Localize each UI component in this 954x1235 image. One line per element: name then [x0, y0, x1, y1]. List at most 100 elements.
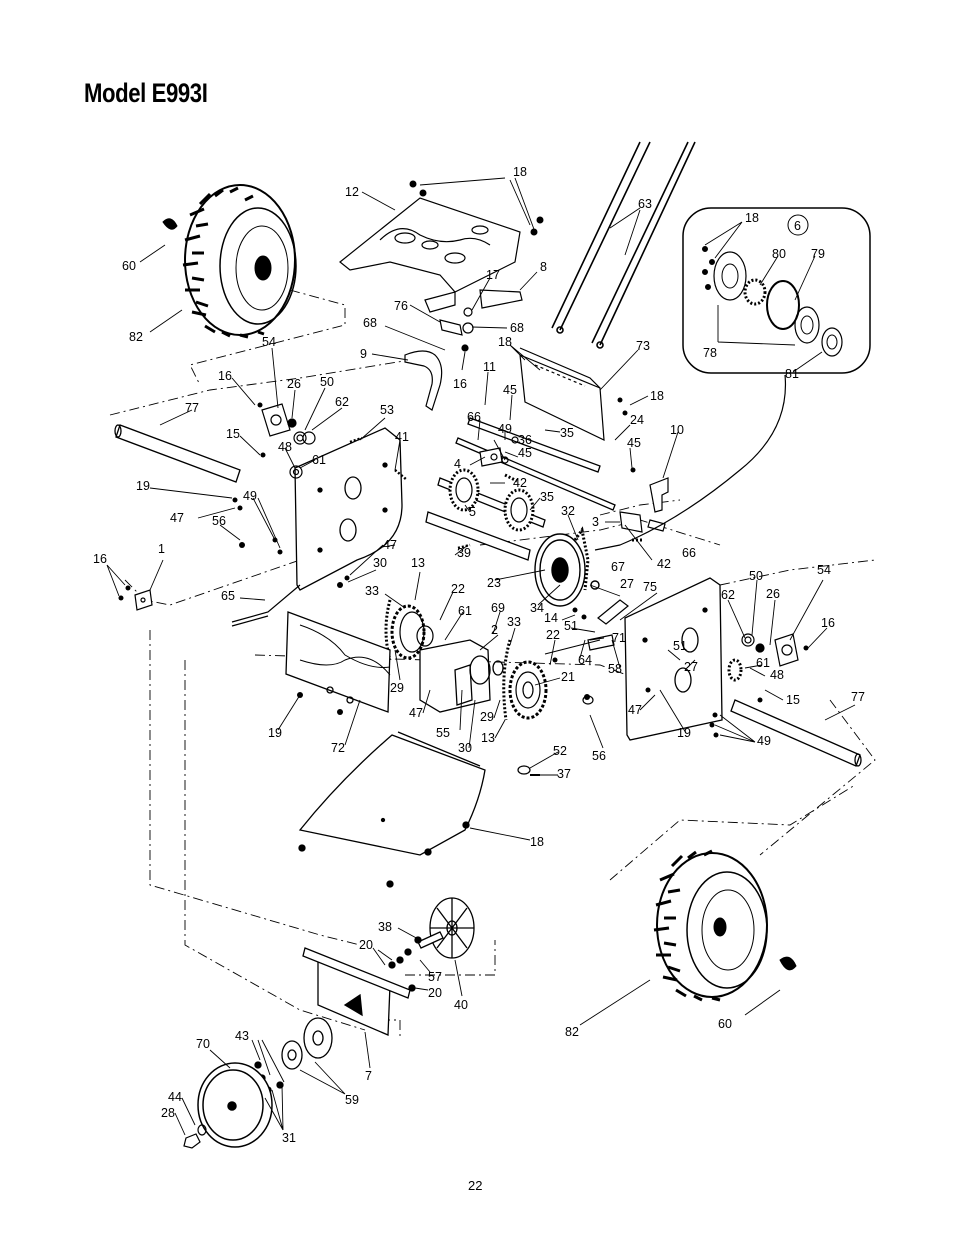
hub-59 [254, 1017, 333, 1094]
callout-27: 27 [620, 577, 634, 591]
callout-18: 18 [513, 165, 527, 179]
bracket-4-36 [479, 436, 519, 483]
callout-51: 51 [673, 639, 687, 653]
callout-30: 30 [373, 556, 387, 570]
callout-50: 50 [320, 375, 334, 389]
callout-19: 19 [677, 726, 691, 740]
rod-65 [231, 584, 301, 627]
callout-26: 26 [287, 377, 301, 391]
callout-19: 19 [136, 479, 150, 493]
callout-18: 18 [650, 389, 664, 403]
callout-38: 38 [378, 920, 392, 934]
callout-37: 37 [557, 767, 571, 781]
callout-35: 35 [560, 426, 574, 440]
control-rods-63 [551, 141, 696, 349]
idler-75 [544, 599, 629, 655]
callout-18: 18 [498, 335, 512, 349]
frame-top-12 [339, 197, 521, 313]
callout-48: 48 [770, 668, 784, 682]
bearing-housing-7 [302, 936, 422, 1036]
callout-73: 73 [636, 339, 650, 353]
callout-62: 62 [335, 395, 349, 409]
inset-callout-6: 6 [794, 219, 801, 233]
callout-49: 49 [757, 734, 771, 748]
callout-29: 29 [480, 710, 494, 724]
inset-callout-79: 79 [811, 247, 825, 261]
callout-29: 29 [390, 681, 404, 695]
fasteners [118, 397, 809, 738]
callout-20: 20 [428, 986, 442, 1000]
callout-22: 22 [546, 628, 560, 642]
callout-15: 15 [226, 427, 240, 441]
inset-detail [594, 207, 871, 551]
callout-24: 24 [630, 413, 644, 427]
callout-77: 77 [851, 690, 865, 704]
nut-28 [183, 1124, 207, 1149]
drive-pulley-34 [534, 526, 600, 607]
callout-54: 54 [262, 335, 276, 349]
callout-62: 62 [721, 588, 735, 602]
callout-36: 36 [518, 433, 532, 447]
bracket-3-42 [619, 511, 666, 542]
callout-5: 5 [469, 505, 476, 519]
axle-right-77 [730, 699, 862, 767]
callout-16: 16 [218, 369, 232, 383]
callout-20: 20 [359, 938, 373, 952]
callout-77: 77 [185, 401, 199, 415]
callout-15: 15 [786, 693, 800, 707]
callout-66: 66 [682, 546, 696, 560]
callout-3: 3 [592, 515, 599, 529]
frame-bottom-72 [285, 611, 391, 713]
callout-57: 57 [428, 970, 442, 984]
callout-42: 42 [657, 557, 671, 571]
left-sprockets [384, 599, 434, 661]
callout-14: 14 [544, 611, 558, 625]
callout-18: 18 [530, 835, 544, 849]
callout-54: 54 [817, 563, 831, 577]
callout-39: 39 [457, 546, 471, 560]
callout-72: 72 [331, 741, 345, 755]
pin-56 [582, 695, 594, 705]
callout-52: 52 [553, 744, 567, 758]
callout-56: 56 [212, 514, 226, 528]
page-title: Model E993I [84, 78, 208, 108]
callout-8: 8 [540, 260, 547, 274]
callout-19: 19 [268, 726, 282, 740]
right-side-plate [624, 577, 723, 741]
callout-21: 21 [561, 670, 575, 684]
callout-34: 34 [530, 601, 544, 615]
callout-65: 65 [221, 589, 235, 603]
right-sprocket-13 [502, 639, 548, 721]
callout-75: 75 [643, 580, 657, 594]
callout-28: 28 [161, 1106, 175, 1120]
callout-40: 40 [454, 998, 468, 1012]
callout-44: 44 [168, 1090, 182, 1104]
shift-lever-9 [404, 350, 443, 411]
callout-41: 41 [395, 430, 409, 444]
callout-47: 47 [409, 706, 423, 720]
callout-47: 47 [170, 511, 184, 525]
callout-31: 31 [282, 1131, 296, 1145]
bolts-18-top [409, 180, 544, 236]
callout-50: 50 [749, 569, 763, 583]
hubcap-60-right [779, 956, 797, 971]
shaft-23 [425, 511, 531, 561]
callout-59: 59 [345, 1093, 359, 1107]
callout-32: 32 [561, 504, 575, 518]
callout-27: 27 [684, 660, 698, 674]
callout-10: 10 [670, 423, 684, 437]
callout-45: 45 [627, 436, 641, 450]
callout-30: 30 [458, 741, 472, 755]
callout-82: 82 [129, 330, 143, 344]
callout-1: 1 [158, 542, 165, 556]
inset-callout-18: 18 [745, 211, 759, 225]
gears-5-35 [448, 468, 535, 532]
bearing-flange-right-54 [727, 633, 799, 682]
callout-68: 68 [510, 321, 524, 335]
callout-71: 71 [612, 631, 626, 645]
callout-33: 33 [365, 584, 379, 598]
callout-labels: 18 12 63 60 8 17 76 68 68 82 9 16 54 18 … [93, 165, 865, 1145]
inset-callout-80: 80 [772, 247, 786, 261]
callout-67: 67 [611, 560, 625, 574]
